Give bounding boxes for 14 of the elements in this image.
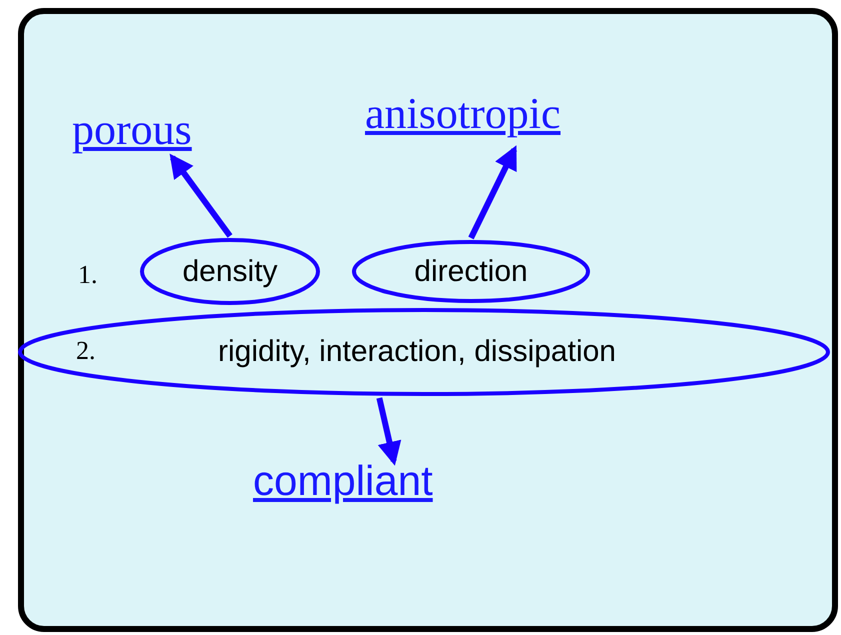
arrow xyxy=(468,145,518,240)
link-text: porous xyxy=(72,108,234,156)
node-label: density xyxy=(182,254,278,288)
node-label: rigidity, interaction, dissipation xyxy=(218,335,616,369)
arrow xyxy=(170,154,232,238)
oval-outline xyxy=(352,240,590,303)
oval-outline xyxy=(140,238,320,305)
link-text: anisotropic xyxy=(365,92,627,140)
arrow xyxy=(376,397,402,466)
node-label: direction xyxy=(414,254,528,288)
link-text: compliant xyxy=(253,460,473,512)
list-number: 1. xyxy=(78,260,98,290)
oval-outline xyxy=(18,308,830,396)
list-number: 2. xyxy=(76,336,96,366)
